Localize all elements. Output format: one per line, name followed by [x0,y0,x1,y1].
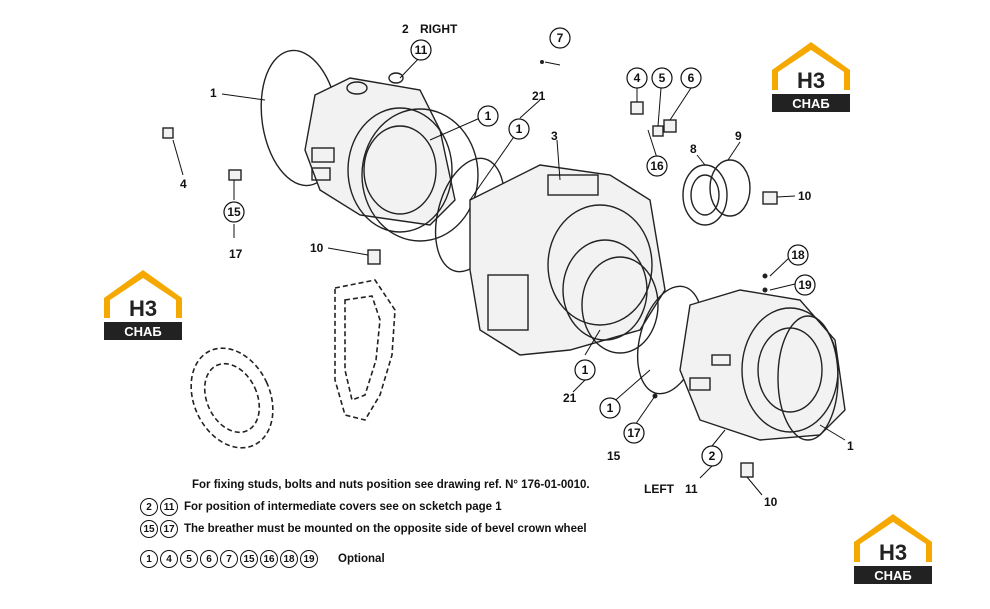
note-optional-row: 1 4 5 6 7 15 16 18 19 Optional [140,548,700,570]
badge-opt-19: 19 [300,550,318,568]
svg-text:2: 2 [709,449,716,463]
svg-text:11: 11 [415,43,428,57]
svg-text:H3: H3 [797,68,825,93]
svg-text:H3: H3 [879,540,907,565]
badge-11: 11 [160,498,178,516]
note-intermediate-row: 2 11 For position of intermediate covers… [140,496,700,518]
badge-opt-1: 1 [140,550,158,568]
svg-text:СНАБ: СНАБ [874,568,912,583]
label-10-bottom: 10 [764,495,778,509]
ring-9 [709,159,751,217]
gasket-front [334,279,396,421]
note-fixing: For fixing studs, bolts and nuts positio… [192,479,590,491]
note-optional: Optional [338,553,385,565]
callout-1-bottom: 1 [599,397,621,419]
label-10-left: 10 [310,241,324,255]
svg-text:5: 5 [659,71,666,85]
label-2-right: 2 [402,22,409,36]
label-3: 3 [551,129,558,143]
breather-10-left [367,249,381,265]
label-1-bottomright: 1 [847,439,854,453]
label-11-left: 11 [685,482,698,496]
svg-text:18: 18 [791,248,805,262]
badge-opt-16: 16 [260,550,278,568]
svg-text:17: 17 [627,426,641,440]
note-breather: The breather must be mounted on the oppo… [184,523,587,535]
label-15-bottom: 15 [607,449,621,463]
note-breather-row: 15 17 The breather must be mounted on th… [140,518,700,540]
svg-text:1: 1 [516,122,523,136]
breather-10-right [762,191,778,205]
right-housing [260,49,479,242]
badge-17: 17 [160,520,178,538]
svg-text:H3: H3 [129,296,157,321]
label-8: 8 [690,142,697,156]
callout-15-left: 15 [223,201,245,223]
svg-text:15: 15 [227,205,241,219]
callout-19: 19 [794,274,816,296]
callout-6: 6 [680,67,702,89]
label-right: RIGHT [420,22,458,36]
breather-10-bottom [740,462,754,478]
badge-opt-15: 15 [240,550,258,568]
svg-text:1: 1 [607,401,614,415]
callout-1-mid: 1 [508,118,530,140]
svg-text:СНАБ: СНАБ [124,324,162,339]
notes-block: For fixing studs, bolts and nuts positio… [140,474,700,570]
gasket-round [190,347,274,449]
badge-opt-4: 4 [160,550,178,568]
callout-16: 16 [646,155,668,177]
label-21-bottom: 21 [563,391,577,405]
svg-text:19: 19 [798,278,812,292]
leader-lines [172,54,846,496]
svg-text:4: 4 [634,71,641,85]
svg-text:7: 7 [557,31,564,45]
callout-5: 5 [651,67,673,89]
badge-opt-6: 6 [200,550,218,568]
callout-17-bottom: 17 [623,422,645,444]
part-5 [652,125,664,137]
badge-opt-18: 18 [280,550,298,568]
callout-4: 4 [626,67,648,89]
label-left: LEFT [644,482,675,496]
callout-1-lower: 1 [574,359,596,381]
label-4-left: 4 [180,177,187,191]
label-21-top: 21 [532,89,546,103]
callout-11-top: 11 [410,39,432,61]
label-9: 9 [735,129,742,143]
part-15-left [228,169,242,181]
svg-text:СНАБ: СНАБ [792,96,830,111]
callout-2-bottom: 2 [701,445,723,467]
label-17-left: 17 [229,247,243,261]
badge-opt-5: 5 [180,550,198,568]
svg-text:1: 1 [582,363,589,377]
part-6 [663,119,677,133]
label-1-topleft: 1 [210,86,217,100]
cover-8 [682,164,728,226]
label-10-right: 10 [798,189,812,203]
left-housing [679,289,846,441]
part-4 [630,101,644,115]
stud-4-left [162,127,174,139]
callout-1-upper: 1 [477,105,499,127]
badge-2: 2 [140,498,158,516]
callout-7: 7 [549,27,571,49]
badge-15: 15 [140,520,158,538]
note-intermediate: For position of intermediate covers see … [184,501,502,513]
logo-bottom-right: H3 СНАБ [854,514,932,584]
badge-opt-7: 7 [220,550,238,568]
logo-top-right: H3 СНАБ [772,42,850,112]
central-housing [469,164,666,356]
svg-text:6: 6 [688,71,695,85]
svg-text:16: 16 [650,159,664,173]
svg-text:1: 1 [485,109,492,123]
logo-left: H3 СНАБ [104,270,182,340]
callout-18: 18 [787,244,809,266]
